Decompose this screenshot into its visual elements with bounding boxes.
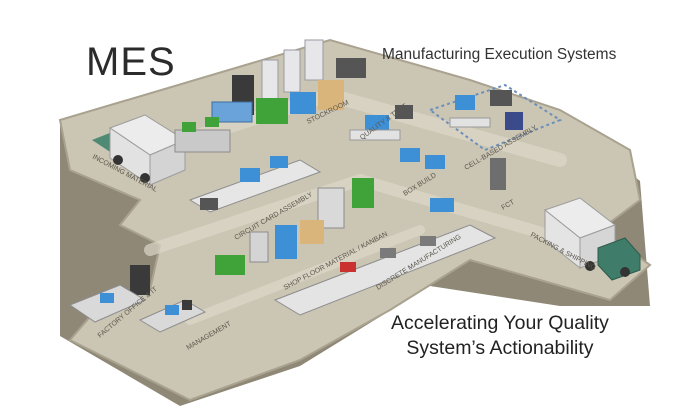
page-subtitle: Manufacturing Execution Systems (382, 46, 617, 63)
factory-office-area (68, 265, 207, 333)
page-title: MES (86, 40, 176, 84)
tagline-line-1: Accelerating Your Quality (391, 312, 609, 334)
discrete-manufacturing-line (273, 198, 497, 316)
shop-floor-material-area (215, 220, 324, 275)
cell-assembly-area (449, 90, 523, 130)
box-build-area (317, 148, 506, 229)
shipping-truck (543, 197, 641, 281)
quality-test-area (349, 105, 413, 141)
circuit-card-line (174, 117, 322, 213)
tagline: Accelerating Your Quality System’s Actio… (370, 311, 630, 361)
stockroom-racks (211, 39, 366, 124)
tagline-line-2: System’s Actionability (406, 337, 594, 359)
